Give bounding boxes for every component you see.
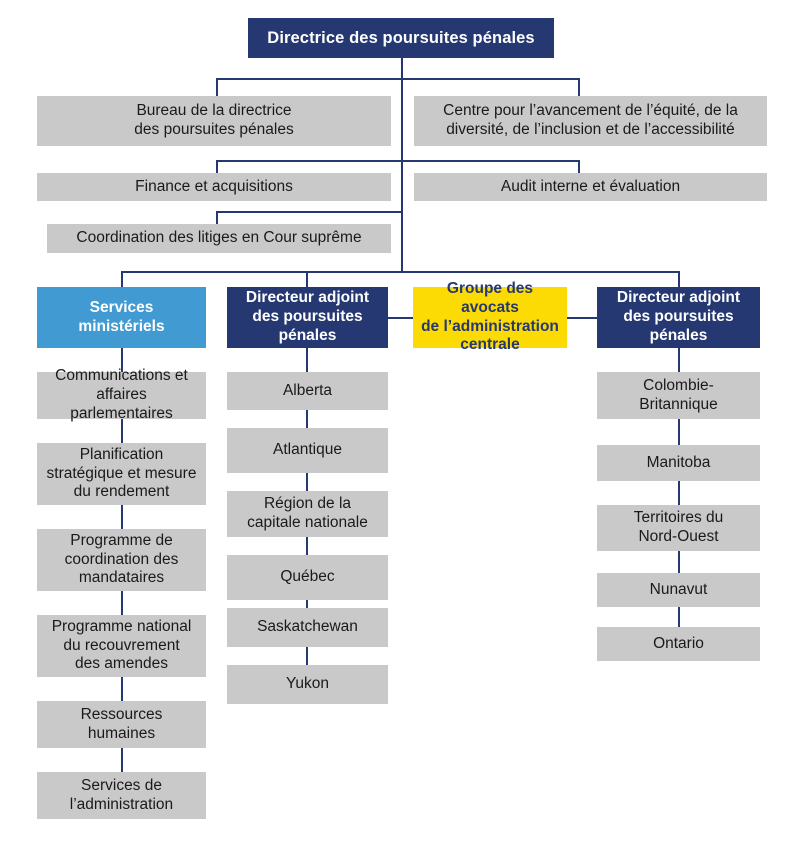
connector-col1-drop [121, 271, 123, 287]
staff-label-audit: Audit interne et évaluation [500, 177, 681, 195]
column2-item-label: Atlantique [273, 441, 342, 459]
connector-col4-seg-2 [678, 481, 680, 505]
connector-col4-seg-1 [678, 419, 680, 445]
column2-item-label: Québec [280, 568, 335, 586]
column4-item-4[interactable]: Ontario [597, 627, 760, 661]
connector-row3-bracket [216, 211, 403, 213]
connector-col1-seg-1 [121, 419, 123, 443]
connector-col1-seg-2 [121, 505, 123, 529]
staff-box-coordination[interactable]: Coordination des litiges en Cour suprême [47, 224, 391, 253]
staff-label-centre: Centre pour l’avancement de l’équité, de… [443, 102, 738, 138]
column2-item-label: Saskatchewan [257, 618, 358, 636]
staff-box-finance[interactable]: Finance et acquisitions [37, 173, 391, 201]
connector-col1-seg-5 [121, 748, 123, 772]
connector-row3-left-drop [216, 211, 218, 224]
connector-col2-seg-0 [306, 348, 308, 372]
connector-col1-seg-0 [121, 348, 123, 372]
connector-col2-seg-3 [306, 537, 308, 555]
connector-col4-seg-3 [678, 551, 680, 573]
column4-item-1[interactable]: Manitoba [597, 445, 760, 481]
connector-col4-seg-0 [678, 348, 680, 372]
column2-item-3[interactable]: Québec [227, 555, 388, 600]
column2-item-label: Alberta [282, 381, 333, 399]
root-box[interactable]: Directrice des poursuites pénales [248, 18, 554, 58]
connector-root-spine [401, 57, 403, 272]
staff-label-coordination: Coordination des litiges en Cour suprême [76, 229, 362, 247]
column2-item-0[interactable]: Alberta [227, 372, 388, 410]
connector-col2-drop [306, 271, 308, 287]
column2-item-5[interactable]: Yukon [227, 665, 388, 704]
column4-item-label: Manitoba [646, 453, 711, 471]
connector-columns-bracket [121, 271, 680, 273]
connector-row1-right-drop [578, 78, 580, 96]
connector-row2-left-drop [216, 160, 218, 173]
column4-item-label: Colombie-Britannique [639, 376, 718, 413]
column2-item-1[interactable]: Atlantique [227, 428, 388, 473]
connector-col4-drop [678, 271, 680, 287]
connector-col1-seg-3 [121, 591, 123, 615]
connector-col4-seg-4 [678, 607, 680, 627]
column4-item-3[interactable]: Nunavut [597, 573, 760, 607]
root-label: Directrice des poursuites pénales [267, 28, 535, 47]
connector-row1-left-drop [216, 78, 218, 96]
connector-col1-seg-4 [121, 677, 123, 701]
column4-item-label: Ontario [653, 634, 704, 652]
column4-item-0[interactable]: Colombie-Britannique [597, 372, 760, 419]
connector-col3-to-col4 [567, 317, 597, 319]
column2-item-4[interactable]: Saskatchewan [227, 608, 388, 647]
connector-row2-bracket [216, 160, 580, 162]
connector-col2-seg-2 [306, 473, 308, 491]
connector-row1-bracket [216, 78, 580, 80]
connector-col2-seg-1 [306, 410, 308, 428]
staff-box-audit[interactable]: Audit interne et évaluation [414, 173, 767, 201]
connector-row2-right-drop [578, 160, 580, 173]
column4-item-label: Nunavut [649, 580, 708, 598]
staff-box-centre[interactable]: Centre pour l’avancement de l’équité, de… [414, 96, 767, 146]
staff-label-finance: Finance et acquisitions [135, 177, 293, 195]
column2-item-label: Yukon [285, 675, 330, 693]
connector-col2-to-col3 [388, 317, 413, 319]
connector-col2-seg-5 [306, 647, 308, 665]
